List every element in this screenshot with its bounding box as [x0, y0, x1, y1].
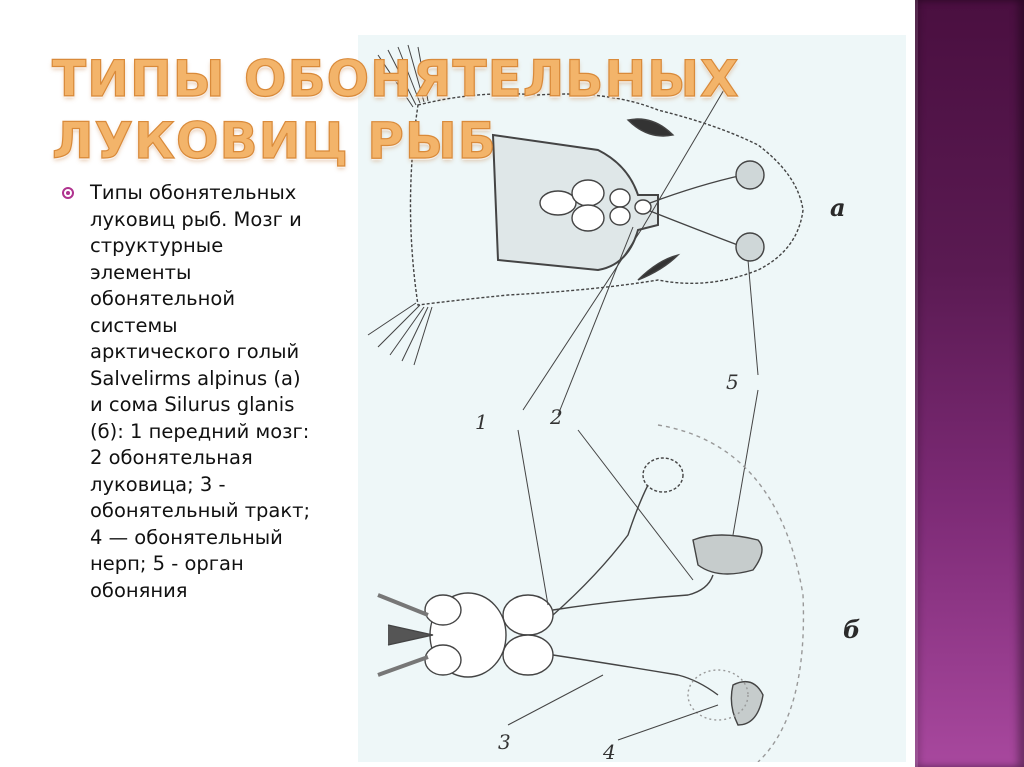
- bullet-circle-icon: [62, 187, 74, 199]
- figure-number-2: 2: [550, 405, 563, 429]
- slide-title: Типы обонятельных луковиц рыб: [51, 49, 740, 170]
- fish-olfactory-diagram: а б 1 2 3 4 5: [358, 35, 906, 764]
- bullet-text: Типы обонятельных луковиц рыб. Мозг и ст…: [90, 181, 311, 602]
- bullet-item: Типы обонятельных луковиц рыб. Мозг и ст…: [62, 180, 382, 604]
- figure-number-3: 3: [498, 730, 511, 754]
- figure-number-1: 1: [475, 410, 488, 434]
- diagram-drawing: [367, 44, 805, 762]
- figure-number-4: 4: [603, 740, 616, 764]
- panel-label-a: а: [830, 193, 846, 222]
- panel-label-b: б: [843, 615, 861, 644]
- decorative-side-band: [915, 0, 1024, 767]
- bullet-list: Типы обонятельных луковиц рыб. Мозг и ст…: [62, 180, 382, 604]
- figure-number-5: 5: [726, 370, 739, 394]
